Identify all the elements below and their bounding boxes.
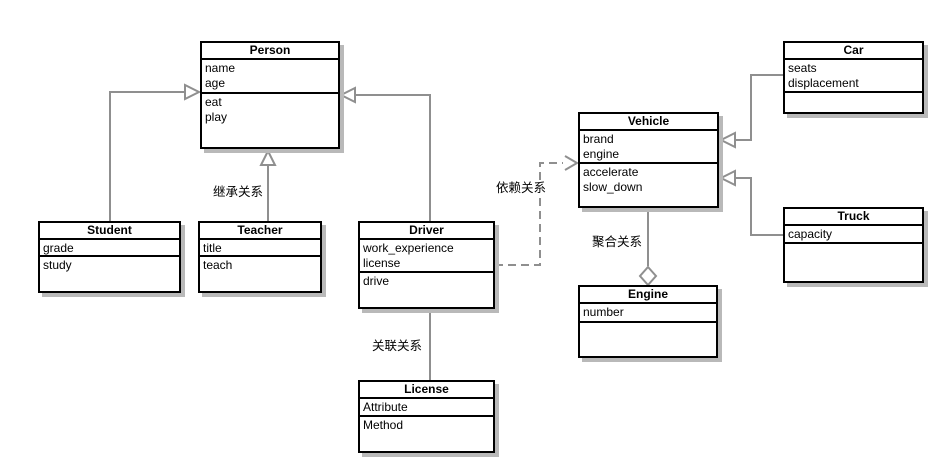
attribute: name: [205, 61, 236, 75]
class-engine-title: Engine: [580, 287, 716, 304]
class-student-attributes: grade: [40, 240, 179, 257]
class-engine-methods: [580, 323, 716, 356]
attribute: seats: [788, 61, 817, 75]
attribute: grade: [43, 241, 74, 255]
label-inheritance: 继承关系: [211, 185, 265, 199]
aggregation-diamond-icon: [638, 265, 658, 287]
class-car-attributes: seats displacement: [785, 60, 922, 93]
attribute: engine: [583, 147, 620, 161]
edge-driver-vehicle: [495, 162, 563, 266]
edge-truck-vehicle: [736, 177, 783, 236]
class-vehicle-attributes: brand engine: [580, 131, 717, 164]
class-driver-title: Driver: [360, 223, 493, 240]
class-driver-methods: drive: [360, 273, 493, 307]
class-teacher-title: Teacher: [200, 223, 320, 240]
class-license-attributes: Attribute: [360, 399, 493, 417]
label-aggregation: 聚合关系: [590, 235, 644, 249]
attribute: number: [583, 305, 624, 319]
method: accelerate: [583, 165, 639, 179]
class-person: Person name age eat play: [200, 41, 340, 149]
class-license-methods: Method: [360, 417, 493, 451]
attribute: brand: [583, 132, 614, 146]
inheritance-arrow-icon: [259, 148, 277, 166]
method: eat: [205, 95, 222, 109]
inheritance-arrow-icon: [718, 131, 736, 149]
class-car: Car seats displacement: [783, 41, 924, 114]
method: play: [205, 110, 228, 124]
class-teacher-methods: teach: [200, 257, 320, 291]
class-license-title: License: [360, 382, 493, 399]
edge-driver-person: [354, 94, 431, 221]
class-teacher: Teacher title teach: [198, 221, 322, 293]
edge-student-person: [109, 91, 186, 221]
class-person-attributes: name age: [202, 60, 338, 94]
attribute: license: [363, 256, 401, 270]
method: Method: [363, 418, 404, 432]
method: slow_down: [583, 180, 643, 194]
inheritance-arrow-icon: [184, 83, 202, 101]
attribute: age: [205, 76, 226, 90]
class-truck-attributes: capacity: [785, 226, 922, 244]
attribute: title: [203, 241, 222, 255]
class-vehicle: Vehicle brand engine accelerate slow_dow…: [578, 112, 719, 208]
attribute: displacement: [788, 76, 859, 90]
class-truck-methods: [785, 244, 922, 281]
method: study: [43, 258, 72, 272]
class-driver: Driver work_experience license drive: [358, 221, 495, 309]
class-car-title: Car: [785, 43, 922, 60]
class-driver-attributes: work_experience license: [360, 240, 493, 273]
class-car-methods: [785, 93, 922, 112]
class-student-title: Student: [40, 223, 179, 240]
class-person-title: Person: [202, 43, 338, 60]
class-engine: Engine number: [578, 285, 718, 358]
label-association: 关联关系: [370, 339, 424, 353]
class-truck: Truck capacity: [783, 207, 924, 283]
attribute: Attribute: [363, 400, 408, 414]
class-student-methods: study: [40, 257, 179, 291]
label-dependency: 依赖关系: [494, 181, 548, 195]
class-student: Student grade study: [38, 221, 181, 293]
attribute: capacity: [788, 227, 833, 241]
edge-car-vehicle: [736, 74, 783, 141]
class-vehicle-methods: accelerate slow_down: [580, 164, 717, 206]
class-teacher-attributes: title: [200, 240, 320, 257]
method: teach: [203, 258, 233, 272]
attribute: work_experience: [363, 241, 454, 255]
class-engine-attributes: number: [580, 304, 716, 323]
inheritance-arrow-icon: [718, 169, 736, 187]
class-person-methods: eat play: [202, 94, 338, 147]
method: drive: [363, 274, 390, 288]
dependency-arrow-icon: [564, 155, 579, 171]
class-license: License Attribute Method: [358, 380, 495, 453]
class-truck-title: Truck: [785, 209, 922, 226]
inheritance-arrow-icon: [338, 86, 356, 104]
class-vehicle-title: Vehicle: [580, 114, 717, 131]
